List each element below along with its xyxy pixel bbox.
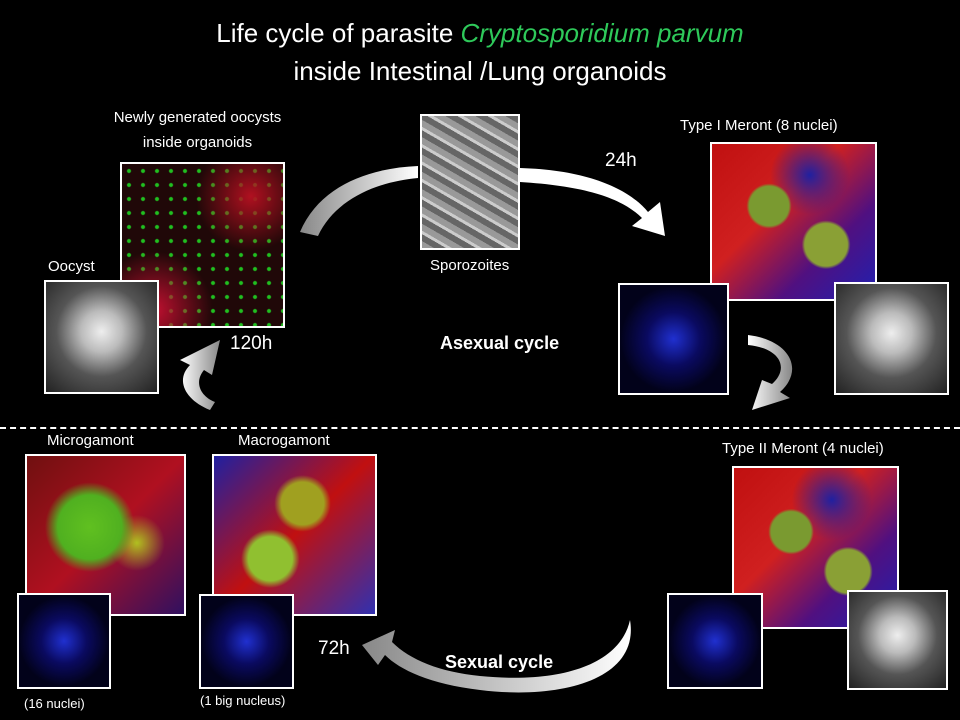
label-16-nuclei: (16 nuclei) — [24, 696, 85, 711]
label-type1-meront: Type I Meront (8 nuclei) — [680, 117, 838, 134]
cycle-divider — [0, 427, 960, 429]
label-macrogamont: Macrogamont — [238, 432, 330, 449]
arrow-sporozoite-to-meront1 — [520, 168, 665, 236]
title-line-2: inside Intestinal /Lung organoids — [293, 56, 667, 86]
label-1-big-nucleus: (1 big nucleus) — [200, 693, 286, 708]
arrow-meront-cycle — [748, 335, 793, 410]
label-asexual-cycle: Asexual cycle — [440, 333, 560, 353]
label-type2-meront: Type II Meront (4 nuclei) — [722, 440, 884, 457]
arrow-sexual-cycle — [362, 620, 631, 693]
image-type2-nuclei — [667, 593, 763, 689]
image-microgamont-nuclei — [17, 593, 111, 689]
title-prefix: Life cycle of parasite — [216, 18, 461, 48]
label-oocyst: Oocyst — [48, 258, 95, 275]
title-line-1: Life cycle of parasite Cryptosporidium p… — [0, 18, 960, 49]
species-name: Cryptosporidium parvum — [460, 18, 744, 48]
image-sporozoites — [420, 114, 520, 250]
label-newly-generated-1: Newly generated oocysts — [113, 109, 282, 126]
label-microgamont: Microgamont — [47, 432, 134, 449]
time-24h: 24h — [605, 150, 637, 171]
label-sporozoites: Sporozoites — [430, 257, 510, 274]
time-120h: 120h — [230, 333, 273, 354]
image-microgamont — [25, 454, 186, 616]
image-oocyst — [44, 280, 159, 394]
label-sexual-cycle: Sexual cycle — [445, 652, 554, 672]
image-type1-nuclei — [618, 283, 729, 395]
label-newly-generated-2: inside organoids — [142, 134, 253, 151]
arrow-oocyst-to-sporozoite — [300, 166, 418, 236]
image-type2-sem — [847, 590, 948, 690]
image-type1-meront — [710, 142, 877, 301]
image-macrogamont-nucleus — [199, 594, 294, 689]
arrow-to-oocyst — [180, 340, 220, 410]
image-macrogamont — [212, 454, 377, 616]
image-type1-sem — [834, 282, 949, 395]
time-72h: 72h — [318, 638, 350, 659]
